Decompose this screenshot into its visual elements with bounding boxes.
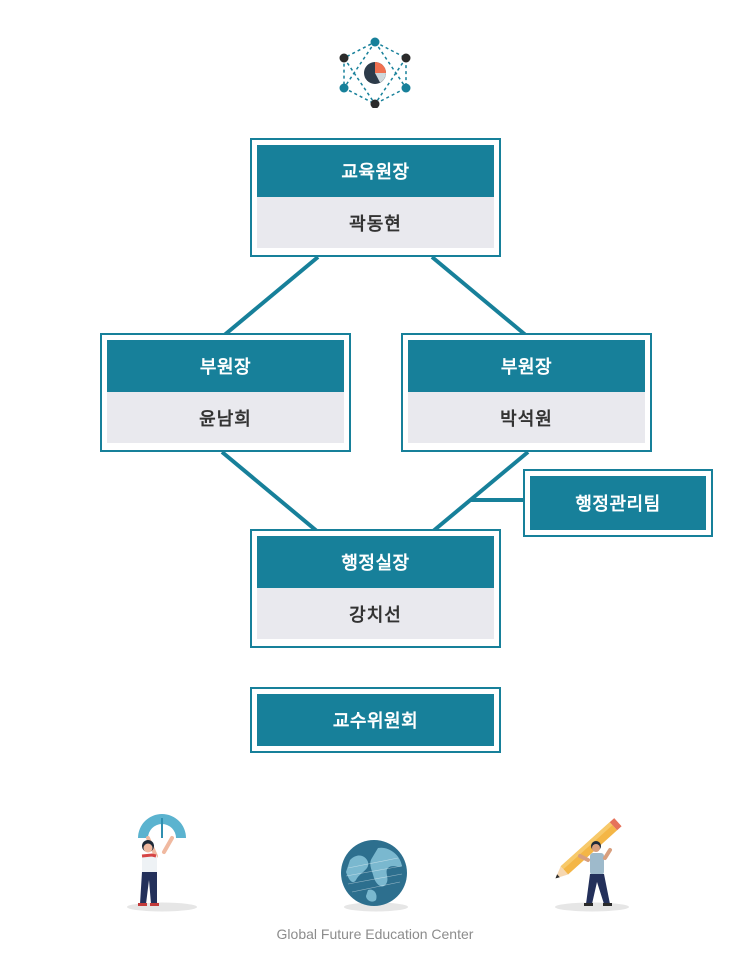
footer-text: Global Future Education Center: [276, 926, 474, 942]
admin-head-name: 강치선: [257, 588, 494, 639]
director-box: 교육원장 곽동현: [250, 138, 501, 257]
connector-director-vice-right: [430, 255, 530, 339]
globe-icon: [341, 840, 408, 912]
director-name: 곽동현: [257, 197, 494, 248]
man-holding-pencil-icon: [555, 818, 629, 912]
vice-director-left-box: 부원장 윤남희: [100, 333, 351, 452]
vice-director-right-title: 부원장: [408, 340, 645, 392]
woman-holding-protractor-icon: [127, 814, 197, 912]
vice-director-right-name: 박석원: [408, 392, 645, 443]
admin-head-box: 행정실장 강치선: [250, 529, 501, 648]
admin-head-title: 행정실장: [257, 536, 494, 588]
director-title: 교육원장: [257, 145, 494, 197]
committee-box: 교수위원회: [250, 687, 501, 753]
vice-director-left-name: 윤남희: [107, 392, 344, 443]
connector-director-vice-left: [220, 255, 320, 339]
admin-team-title: 행정관리팀: [530, 476, 706, 530]
connector-vice-left-admin: [220, 450, 320, 534]
admin-team-box: 행정관리팀: [523, 469, 713, 537]
committee-title: 교수위원회: [257, 694, 494, 746]
network-pie-icon: [339, 37, 411, 108]
vice-director-right-box: 부원장 박석원: [401, 333, 652, 452]
vice-director-left-title: 부원장: [107, 340, 344, 392]
connector-vice-right-admin: [430, 450, 530, 534]
